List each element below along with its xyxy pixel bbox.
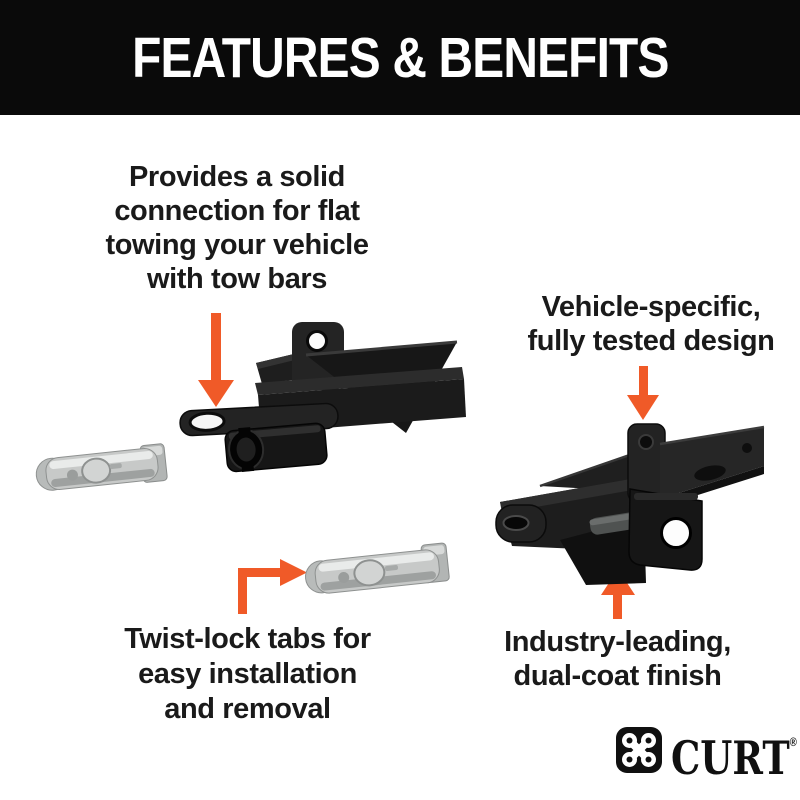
- callout-line: Twist-lock tabs for: [124, 623, 371, 655]
- twist-lock-tab-image: [35, 443, 168, 491]
- page-title: FEATURES & BENEFITS: [131, 25, 669, 90]
- callout-twist-lock: Twist-lock tabs for easy installation an…: [75, 622, 420, 727]
- registered-trademark-symbol: ®: [789, 735, 797, 749]
- baseplate-angled-view-image: [495, 423, 765, 585]
- callout-line: with tow bars: [146, 263, 328, 295]
- brand-name-text: CURT: [671, 731, 790, 785]
- curt-clover-icon: [616, 727, 662, 773]
- callout-dual-coat: Industry-leading, dual-coat finish: [465, 625, 770, 693]
- callout-vehicle-specific: Vehicle-specific, fully tested design: [495, 290, 800, 358]
- callout-line: fully tested design: [527, 325, 775, 357]
- baseplate-front-view-image: [179, 322, 466, 473]
- arrow-down-icon: [198, 313, 234, 407]
- callout-line: Vehicle-specific,: [541, 291, 761, 323]
- callout-line: towing your vehicle: [105, 229, 369, 261]
- callout-line: Provides a solid: [128, 161, 345, 193]
- callout-line: easy installation: [138, 658, 357, 690]
- brand-logo: CURT®: [616, 726, 800, 781]
- callout-line: connection for flat: [114, 195, 360, 227]
- callout-line: dual-coat finish: [513, 660, 722, 692]
- callout-line: and removal: [164, 693, 331, 725]
- twist-lock-tab-image: [305, 542, 450, 594]
- arrow-elbow-right-icon: [238, 559, 307, 614]
- callout-line: Industry-leading,: [504, 626, 731, 658]
- arrow-down-icon: [627, 366, 659, 420]
- brand-wordmark: CURT®: [671, 719, 797, 781]
- header-banner: FEATURES & BENEFITS: [0, 0, 800, 115]
- callout-flat-towing: Provides a solid connection for flat tow…: [57, 160, 417, 296]
